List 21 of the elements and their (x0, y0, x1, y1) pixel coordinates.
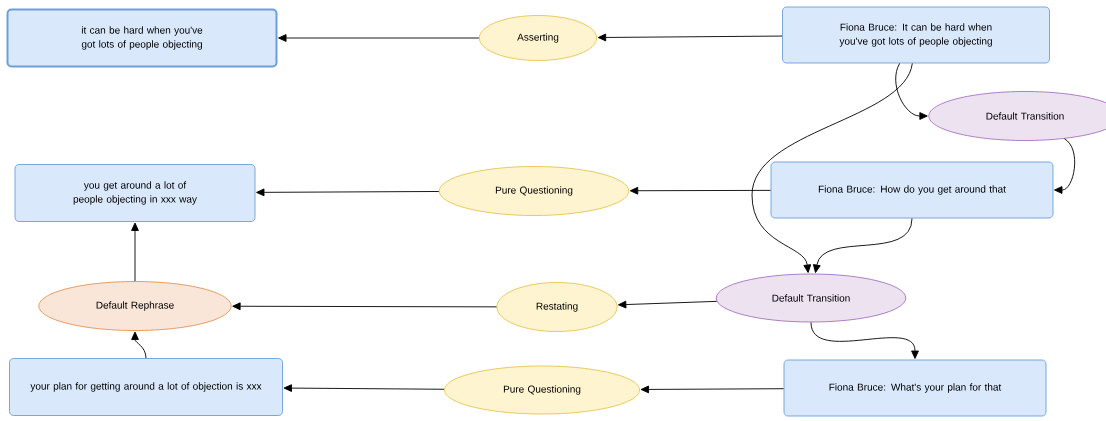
arrow (283, 384, 445, 392)
arrow (618, 300, 718, 309)
arrow (751, 63, 913, 273)
process-box: your plan for getting around a lot of objection is xxx (9, 358, 283, 416)
arrow (895, 63, 928, 120)
arrow (256, 188, 440, 197)
process-box: it can be hard when you've got lots of people objecting (6, 8, 278, 68)
process-box: Fiona Bruce: It can be hard when you've got lots of people objecting (782, 6, 1050, 64)
process-box: Fiona Bruce: How do you get around that (770, 161, 1054, 219)
arrow (232, 302, 497, 311)
arrow (278, 34, 480, 42)
arrow (597, 33, 783, 42)
arrow (810, 322, 919, 359)
arrow (131, 331, 147, 359)
arrow (629, 186, 771, 195)
arrow (640, 385, 784, 394)
process-box: you get around a lot of people objecting in xxx way (14, 164, 256, 222)
process-box: Fiona Bruce: What's your plan for that (783, 359, 1047, 417)
arrow (1054, 138, 1076, 194)
arrow (812, 218, 913, 273)
arrow (131, 222, 139, 282)
